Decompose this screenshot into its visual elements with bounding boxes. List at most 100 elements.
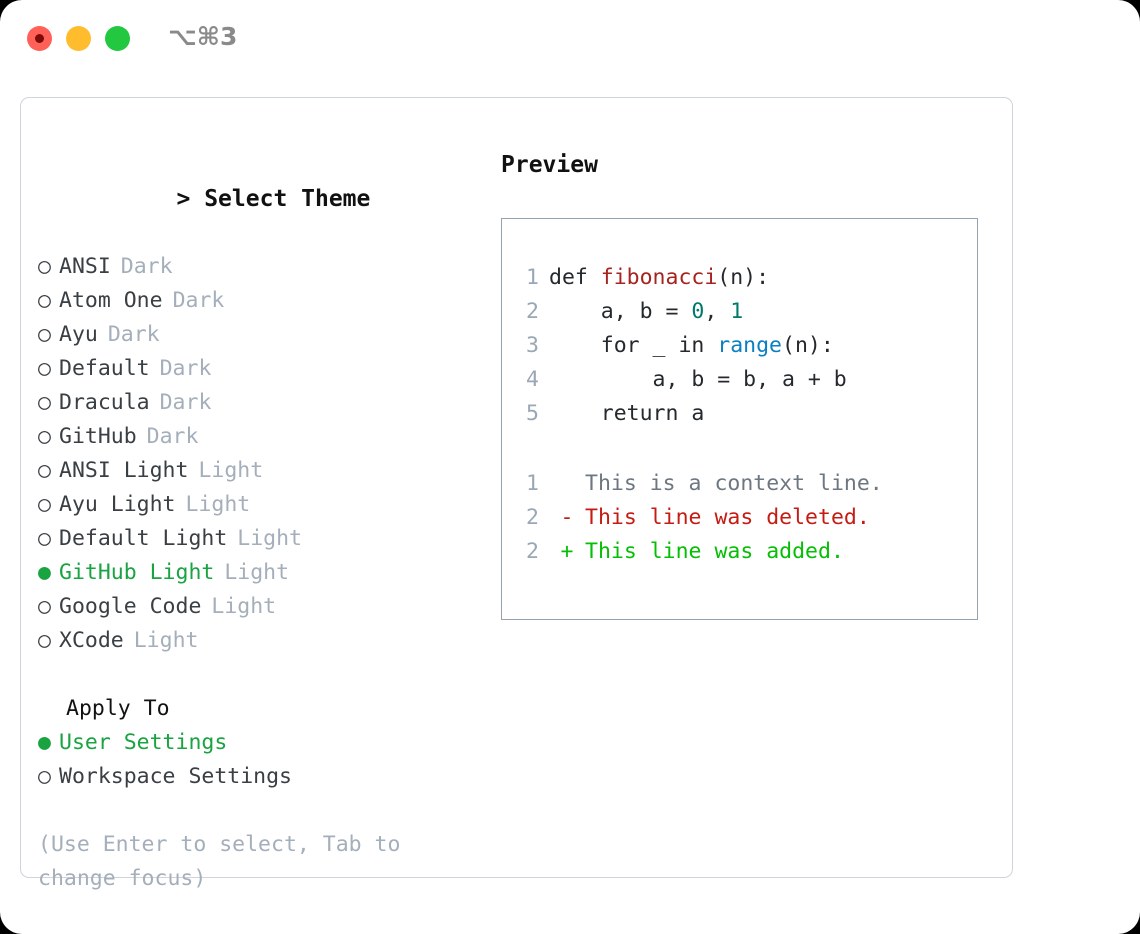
minimize-window-button[interactable] bbox=[66, 26, 91, 51]
prompt-caret-icon: > bbox=[176, 186, 191, 212]
theme-option-kind-badge: Dark bbox=[172, 288, 225, 313]
diff-marker: + bbox=[560, 539, 574, 564]
code-line: 1 def fibonacci(n): bbox=[517, 261, 847, 295]
diff-line-text: This line was deleted. bbox=[585, 505, 870, 530]
theme-option-label: Ayu bbox=[59, 322, 98, 347]
theme-option-label: Atom One bbox=[59, 288, 163, 313]
theme-option-label: Dracula bbox=[59, 390, 150, 415]
diff-marker bbox=[549, 467, 585, 501]
code-token-plain: (n): bbox=[717, 265, 770, 290]
apply-to-list: ● User Settings ○ Workspace Settings bbox=[38, 726, 498, 794]
theme-option-label: ANSI Light bbox=[59, 458, 189, 483]
diff-line-text: This line was added. bbox=[585, 539, 844, 564]
code-token-plain: for _ in bbox=[549, 333, 718, 358]
theme-option-dracula[interactable]: ○ Dracula Dark bbox=[38, 386, 498, 420]
radio-unselected-icon: ○ bbox=[38, 254, 51, 279]
code-token-num: 1 bbox=[730, 299, 744, 324]
radio-unselected-icon: ○ bbox=[38, 492, 51, 517]
code-line: 2 a, b = 0, 1 bbox=[517, 295, 847, 329]
radio-selected-icon: ● bbox=[38, 560, 51, 585]
theme-option-default[interactable]: ○ Default Dark bbox=[38, 352, 498, 386]
theme-option-label: GitHub bbox=[59, 424, 137, 449]
radio-unselected-icon: ○ bbox=[38, 288, 51, 313]
theme-option-label: XCode bbox=[59, 628, 124, 653]
apply-to-heading: Apply To bbox=[66, 696, 170, 721]
diff-line-number: 2 bbox=[526, 539, 539, 564]
code-line-number: 1 bbox=[526, 265, 539, 290]
theme-option-label: Google Code bbox=[59, 594, 202, 619]
theme-option-kind-badge: Dark bbox=[159, 356, 212, 381]
code-token-plain: return a bbox=[549, 401, 705, 426]
radio-unselected-icon: ○ bbox=[38, 390, 51, 415]
close-window-button[interactable] bbox=[27, 26, 52, 51]
theme-option-github[interactable]: ○ GitHub Dark bbox=[38, 420, 498, 454]
theme-option-kind-badge: Light bbox=[211, 594, 277, 619]
radio-unselected-icon: ○ bbox=[38, 628, 51, 653]
theme-option-kind-badge: Light bbox=[198, 458, 264, 483]
diff-line: 1 This is a context line. bbox=[517, 467, 883, 501]
diff-line: 2-This line was deleted. bbox=[517, 501, 883, 535]
code-line: 4 a, b = b, a + b bbox=[517, 363, 847, 397]
apply-to-option-workspace-settings[interactable]: ○ Workspace Settings bbox=[38, 760, 498, 794]
theme-option-ayu-light[interactable]: ○ Ayu Light Light bbox=[38, 488, 498, 522]
theme-option-kind-badge: Light bbox=[237, 526, 303, 551]
theme-option-kind-badge: Dark bbox=[146, 424, 199, 449]
code-line: 3 for _ in range(n): bbox=[517, 329, 847, 363]
code-token-plain: def bbox=[549, 265, 601, 290]
theme-option-xcode[interactable]: ○ XCode Light bbox=[38, 624, 498, 658]
theme-option-label: ANSI bbox=[59, 254, 111, 279]
theme-option-kind-badge: Light bbox=[133, 628, 199, 653]
code-token-num: 0 bbox=[691, 299, 705, 324]
radio-unselected-icon: ○ bbox=[38, 458, 51, 483]
radio-unselected-icon: ○ bbox=[38, 322, 51, 347]
theme-option-ansi-light[interactable]: ○ ANSI Light Light bbox=[38, 454, 498, 488]
radio-selected-icon: ● bbox=[38, 730, 51, 755]
radio-unselected-icon: ○ bbox=[38, 424, 51, 449]
code-token-kw: range bbox=[717, 333, 783, 358]
radio-unselected-icon: ○ bbox=[38, 594, 51, 619]
theme-option-google-code[interactable]: ○ Google Code Light bbox=[38, 590, 498, 624]
theme-option-label: Default bbox=[59, 356, 150, 381]
theme-option-ansi[interactable]: ○ ANSI Dark bbox=[38, 250, 498, 284]
theme-option-kind-badge: Dark bbox=[120, 254, 173, 279]
code-line-number: 3 bbox=[526, 333, 539, 358]
diff-marker: - bbox=[560, 505, 574, 530]
apply-to-option-label: User Settings bbox=[59, 730, 228, 755]
radio-unselected-icon: ○ bbox=[38, 356, 51, 381]
diff-sample: 1 This is a context line.2-This line was… bbox=[517, 467, 883, 569]
theme-option-kind-badge: Light bbox=[224, 560, 290, 585]
select-theme-title: Select Theme bbox=[204, 186, 371, 212]
radio-unselected-icon: ○ bbox=[38, 764, 51, 789]
maximize-window-button[interactable] bbox=[105, 26, 130, 51]
theme-option-kind-badge: Light bbox=[185, 492, 251, 517]
select-theme-heading: > Select Theme bbox=[38, 148, 498, 250]
theme-option-default-light[interactable]: ○ Default Light Light bbox=[38, 522, 498, 556]
theme-option-label: Ayu Light bbox=[59, 492, 176, 517]
theme-option-label: Default Light bbox=[59, 526, 228, 551]
code-token-fn: fibonacci bbox=[600, 265, 718, 290]
code-line-number: 2 bbox=[526, 299, 539, 324]
apply-to-option-user-settings[interactable]: ● User Settings bbox=[38, 726, 498, 760]
keyboard-shortcut-label: ⌥⌘3 bbox=[168, 22, 238, 51]
theme-option-atom-one[interactable]: ○ Atom One Dark bbox=[38, 284, 498, 318]
code-token-plain: , bbox=[704, 299, 731, 324]
apply-to-option-label: Workspace Settings bbox=[59, 764, 292, 789]
window-controls bbox=[27, 26, 130, 51]
radio-unselected-icon: ○ bbox=[38, 526, 51, 551]
diff-line-number: 2 bbox=[526, 505, 539, 530]
diff-line-number: 1 bbox=[526, 471, 539, 496]
diff-line-text: This is a context line. bbox=[585, 471, 883, 496]
theme-option-kind-badge: Dark bbox=[159, 390, 212, 415]
code-line-number: 5 bbox=[526, 401, 539, 426]
code-token-plain: (n): bbox=[782, 333, 834, 358]
